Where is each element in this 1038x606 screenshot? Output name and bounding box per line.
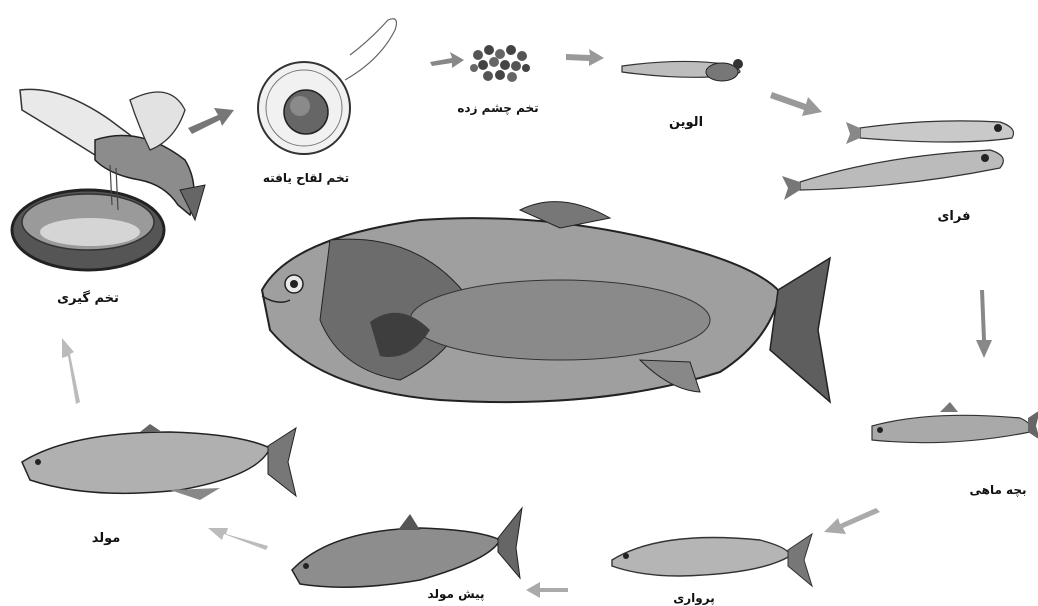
label-grow-out: پرواری <box>673 591 714 606</box>
arrow-fry-to-fingerling <box>976 290 992 358</box>
arrow-eyed-to-alevin <box>566 49 604 66</box>
label-pre-broodstock: پیش مولد <box>428 587 485 602</box>
fingerling-illustration <box>872 402 1038 443</box>
broodstock-illustration <box>22 424 296 500</box>
label-broodstock: مولد <box>92 531 121 546</box>
anatomy-fish-illustration <box>262 202 830 402</box>
stripping-illustration <box>12 89 205 270</box>
label-fry: فرای <box>938 209 971 224</box>
fertilized-egg-illustration <box>258 19 396 154</box>
label-eyed-egg: تخم چشم زده <box>457 101 538 115</box>
arrow-stripping-to-fertilized <box>188 108 234 134</box>
label-alevin: الوین <box>669 115 703 130</box>
label-fingerling: بچه ماهی <box>969 483 1026 497</box>
arrow-fingerling-to-growout <box>824 508 880 534</box>
arrow-prebrood-to-brood <box>208 528 268 550</box>
label-fertilized-egg: تخم لقاح یافته <box>263 171 349 185</box>
label-stripping: تخم گیری <box>57 290 119 306</box>
arrow-alevin-to-fry <box>770 92 822 116</box>
arrow-growout-to-prebrood <box>526 582 568 598</box>
arrow-fertilized-to-eyed <box>430 52 464 68</box>
alevin-illustration <box>622 59 743 81</box>
pre-broodstock-illustration <box>292 508 522 587</box>
arrow-brood-to-stripping <box>62 338 80 404</box>
grow-out-illustration <box>612 534 812 586</box>
eyed-egg-illustration <box>470 45 530 82</box>
fry-illustration <box>782 121 1014 200</box>
